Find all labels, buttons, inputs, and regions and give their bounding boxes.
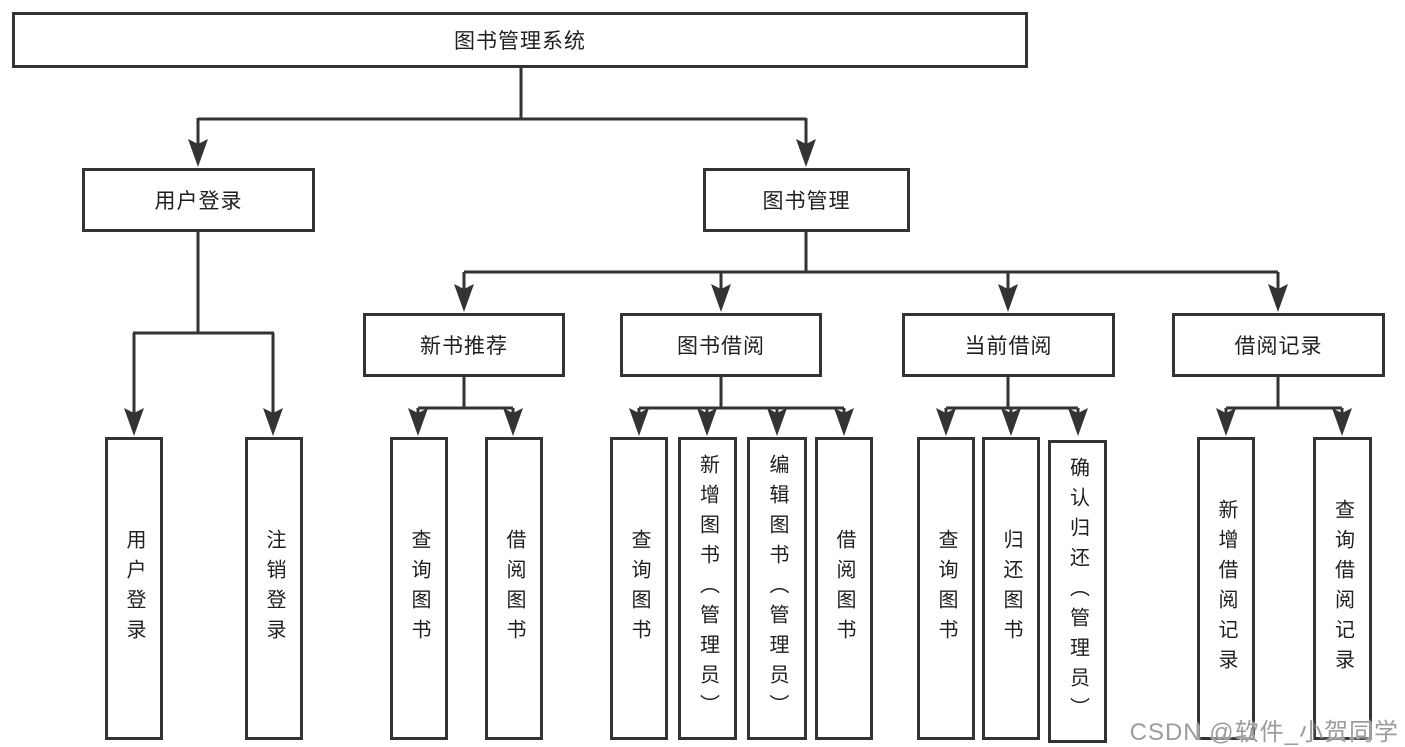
arrow-icon [408,408,428,436]
arrow-icon [503,408,523,436]
arrow-icon [1001,408,1021,436]
watermark: CSDN @软件_小贺同学 [1129,719,1399,746]
leaf-logout: 注销登录 [245,437,303,740]
connector-path [132,64,1344,414]
leaf-user-login: 用户登录 [105,437,163,740]
leaf-edit-book-admin: 编辑图书（管理员） [747,437,807,740]
arrow-icon [1332,408,1352,436]
node-book-borrow: 图书借阅 [620,313,822,377]
node-borrow-records: 借阅记录 [1172,313,1385,377]
leaf-add-book-admin: 新增图书（管理员） [678,437,737,740]
arrow-icon [454,284,474,312]
node-new-book-recommend: 新书推荐 [363,313,565,377]
arrow-icon [1268,284,1288,312]
leaf-query-book-borrow: 查询图书 [610,437,668,740]
arrow-icon [697,408,717,436]
node-current-borrow: 当前借阅 [902,313,1115,377]
arrow-icon [834,408,854,436]
arrowhead-group [124,139,1352,436]
node-book-management: 图书管理 [703,168,910,232]
arrow-icon [629,408,649,436]
arrow-icon [767,408,787,436]
arrow-icon [936,408,956,436]
arrow-icon [1068,408,1088,436]
arrow-icon [263,408,283,436]
leaf-return-book: 归还图书 [982,437,1040,740]
node-root-system: 图书管理系统 [12,12,1028,68]
leaf-add-borrow-record: 新增借阅记录 [1197,437,1255,740]
arrow-icon [188,139,208,167]
arrow-icon [796,139,816,167]
arrow-icon [998,284,1018,312]
leaf-confirm-return-admin: 确认归还（管理员） [1048,440,1107,743]
leaf-query-book-current: 查询图书 [917,437,975,740]
arrow-icon [711,284,731,312]
leaf-borrow-book: 借阅图书 [815,437,873,740]
leaf-borrow-book-recommend: 借阅图书 [485,437,543,740]
arrow-icon [124,408,144,436]
leaf-query-borrow-record: 查询借阅记录 [1313,437,1372,740]
arrow-icon [1216,408,1236,436]
node-user-login: 用户登录 [82,168,315,232]
leaf-query-book-recommend: 查询图书 [390,437,448,740]
